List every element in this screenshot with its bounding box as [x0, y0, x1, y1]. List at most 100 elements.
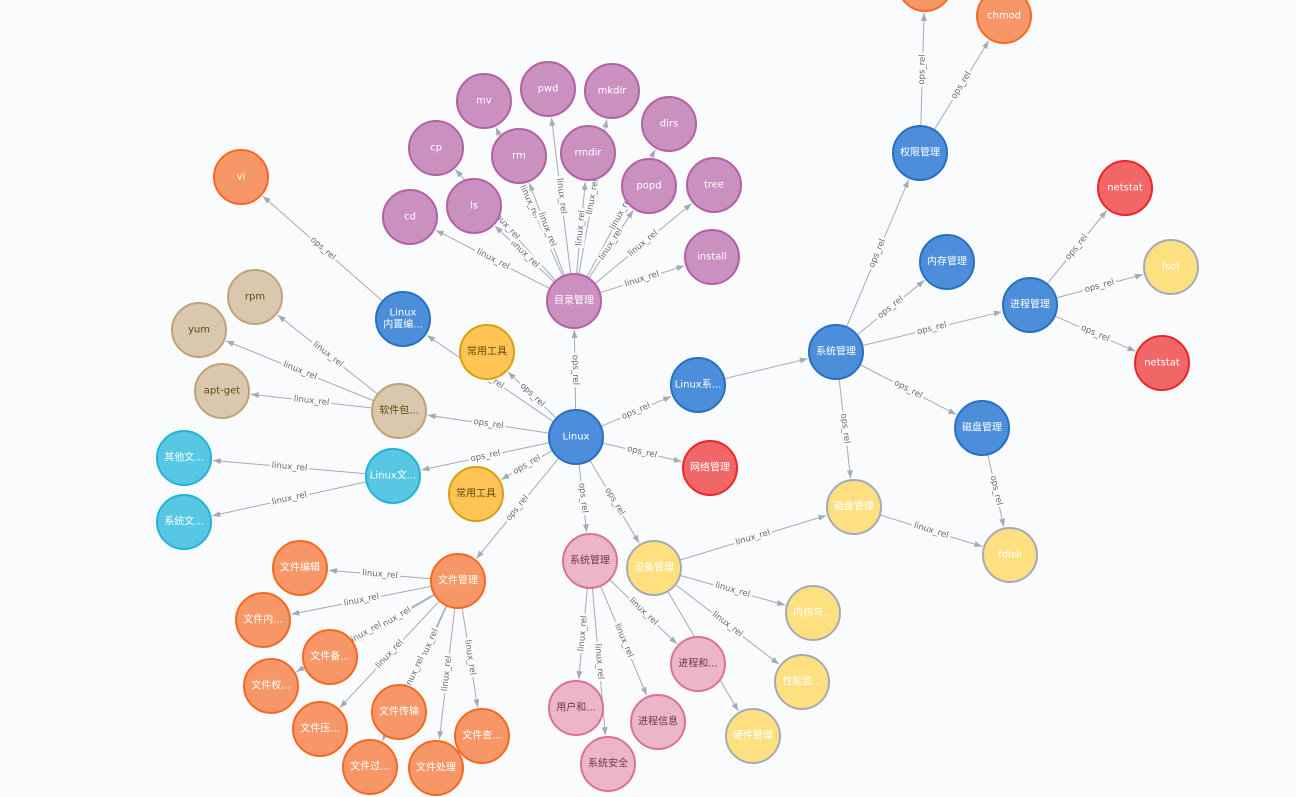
node-circle [621, 158, 677, 214]
node-circle [684, 229, 740, 285]
relationship-label-bg [509, 452, 545, 478]
graph-node[interactable]: vi [213, 149, 269, 205]
graph-node[interactable]: 网络管理 [682, 440, 738, 496]
relationship-label: linux_rel [611, 620, 636, 661]
graph-node[interactable]: 设备管理 [626, 540, 682, 596]
graph-node[interactable]: rm [491, 128, 547, 184]
graph-node[interactable]: chmod [976, 0, 1032, 44]
relationship-label-bg [624, 227, 662, 261]
graph-node[interactable]: netstat [1097, 160, 1153, 216]
graph-node[interactable]: netstat [1134, 335, 1190, 391]
node-label: 进程管理 [1010, 298, 1050, 311]
relationship-label: linux_rel [592, 641, 606, 682]
node-label: fdisk [998, 550, 1022, 561]
graph-node[interactable]: popd [621, 158, 677, 214]
graph-node[interactable]: 权限管理 [892, 125, 948, 181]
graph-node[interactable]: 系统管理 [808, 324, 864, 380]
graph-node[interactable]: 常用工具 [459, 324, 515, 380]
graph-node[interactable]: 内核与... [785, 585, 841, 641]
graph-node[interactable]: lsof [1143, 239, 1199, 295]
graph-node[interactable]: pwd [520, 61, 576, 117]
relationship-label-bg [916, 52, 929, 87]
node-label: 磁盘管理 [834, 500, 874, 513]
relationship-type-label: linux_rel [281, 360, 318, 383]
graph-node[interactable]: rmdir [560, 125, 616, 181]
node-circle [235, 592, 291, 648]
graph-node[interactable]: yum [171, 302, 227, 358]
graph-node[interactable]: 性能监... [774, 654, 830, 710]
graph-node[interactable]: Linux文... [365, 448, 421, 504]
graph-node[interactable]: 目录管理 [546, 273, 602, 329]
graph-node[interactable]: mv [456, 73, 512, 129]
graph-node[interactable]: cd [382, 189, 438, 245]
graph-node[interactable]: cp [408, 120, 464, 176]
graph-node[interactable]: 文件权... [243, 658, 299, 714]
relationship-label-bg [948, 68, 975, 103]
relationship-line[interactable] [724, 357, 808, 380]
node-label: 软件包... [379, 404, 419, 417]
graph-node[interactable]: 系统文... [156, 494, 212, 550]
graph-node[interactable]: 用户和... [548, 680, 604, 736]
relationship-label: ops_rel [467, 447, 504, 465]
graph-node[interactable]: 文件压... [292, 701, 348, 757]
relationship-type-label: linux_rel [627, 596, 660, 628]
graph-node[interactable]: apt-get [194, 363, 250, 419]
graph-node[interactable]: Linux系... [670, 357, 726, 413]
node-label: 目录管理 [554, 294, 594, 307]
node-circle [902, 0, 948, 12]
graph-node[interactable]: 系统安全 [580, 736, 636, 792]
node-label: 系统文... [164, 515, 204, 528]
node-circle [213, 149, 269, 205]
graph-node[interactable]: 文件过... [342, 739, 398, 795]
graph-node[interactable]: 文件内... [235, 592, 291, 648]
node-circle [548, 680, 604, 736]
graph-node[interactable]: Linux内置编... [375, 291, 431, 347]
graph-node[interactable]: 磁盘管理 [954, 400, 1010, 456]
node-label: 文件编辑 [280, 561, 320, 574]
graph-node[interactable]: 进程信息 [630, 694, 686, 750]
relationship-label-bg [470, 416, 507, 432]
graph-node[interactable]: mkdir [584, 63, 640, 119]
relationship-type-label: ops_rel [1079, 323, 1111, 344]
graph-node[interactable]: 文件备... [302, 629, 358, 685]
graph-node[interactable]: 文件传输 [371, 684, 427, 740]
graph-node[interactable]: ls [446, 178, 502, 234]
node-label: Linux [390, 308, 417, 319]
node-label: 文件管理 [438, 574, 478, 587]
graph-node[interactable]: 文件管理 [430, 553, 486, 609]
graph-node[interactable]: 文件查... [454, 708, 510, 764]
graph-node[interactable]: 文件编辑 [272, 540, 328, 596]
relationship-type-label: ops_rel [570, 355, 580, 385]
relationship-label: ops_rel [516, 379, 549, 411]
relationship-type-label: ops_rel [917, 54, 928, 84]
graph-node[interactable]: dirs [641, 96, 697, 152]
relationship-type-label: linux_rel [912, 521, 949, 541]
relationship-label: ops_rel [601, 484, 628, 519]
graph-node[interactable]: rpm [227, 269, 283, 325]
relationship-type-label: linux_rel [293, 394, 330, 408]
node-circle [562, 533, 618, 589]
node-label: 文件压... [300, 722, 340, 735]
graph-node[interactable] [898, 0, 952, 12]
graph-node[interactable]: 内存管理 [919, 234, 975, 290]
graph-node[interactable]: install [684, 229, 740, 285]
relationship-label: linux_rel [732, 527, 774, 549]
graph-node[interactable]: 文件处理 [408, 740, 464, 796]
graph-node[interactable]: 硬件管理 [725, 708, 781, 764]
graph-node[interactable]: 其他文... [156, 430, 212, 486]
graph-node[interactable]: 进程管理 [1002, 277, 1058, 333]
relationship-label: ops_rel [987, 472, 1005, 509]
node-label: 内核与... [793, 606, 833, 619]
graph-node[interactable]: 磁盘管理 [826, 479, 882, 535]
graph-node[interactable]: 软件包... [371, 383, 427, 439]
graph-node[interactable]: Linux [548, 409, 604, 465]
relationship-label: linux_rel [461, 637, 478, 678]
graph-node[interactable]: tree [686, 157, 742, 213]
graph-node[interactable]: fdisk [982, 527, 1038, 583]
graph-node[interactable]: 进程和... [670, 636, 726, 692]
graph-node[interactable]: 常用工具 [448, 466, 504, 522]
relationship-label-bg [291, 393, 332, 409]
graph-node[interactable]: 系统管理 [562, 533, 618, 589]
node-label: Linux文... [370, 469, 416, 482]
